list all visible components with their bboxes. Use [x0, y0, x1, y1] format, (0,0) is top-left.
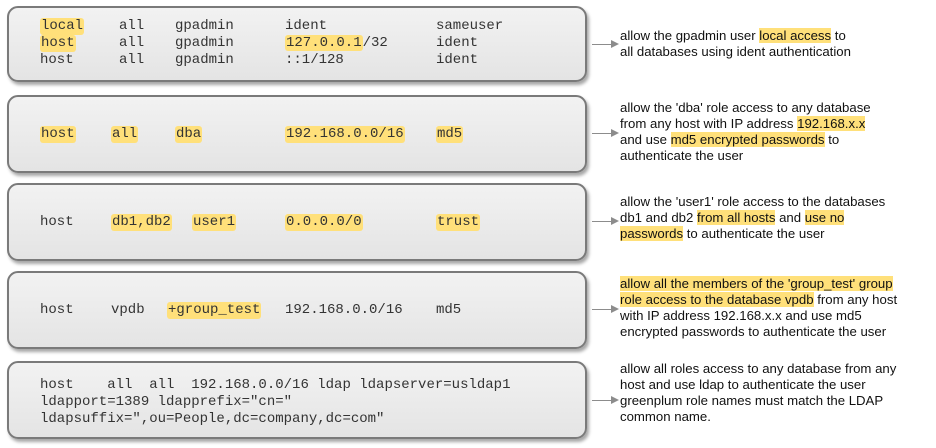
desc-text: all databases using ident authentication	[620, 44, 851, 59]
token-address: 127.0.0.1/32	[285, 35, 388, 52]
ldap-line-1: host all all 192.168.0.0/16 ldap ldapser…	[40, 377, 511, 393]
desc-highlight: role access to the database vpdb	[620, 292, 814, 307]
ldap-line-3: ldapsuffix=",ou=People,dc=company,dc=com…	[40, 411, 385, 427]
token-database: all	[119, 52, 145, 68]
desc-highlight: use no	[804, 210, 845, 225]
rule-code-1: local all gpadmin ident sameuser host al…	[9, 8, 503, 331]
rule-box-1: local all gpadmin ident sameuser host al…	[7, 6, 587, 82]
desc-highlight: md5 encrypted passwords	[670, 132, 825, 147]
token-database: all	[111, 126, 139, 143]
desc-text: authenticate the user	[620, 148, 744, 163]
token-database: all	[119, 35, 145, 51]
token-user: gpadmin	[175, 52, 234, 68]
arrow-2	[592, 128, 619, 137]
token-address: ident	[285, 18, 328, 34]
desc-highlight: passwords	[620, 226, 684, 241]
token-user: dba	[175, 126, 203, 143]
rule-box-5: host all all 192.168.0.0/16 ldap ldapser…	[7, 361, 587, 439]
token-address: ::1/128	[285, 52, 344, 68]
rule-description-3: allow the 'user1' role access to the dat…	[620, 194, 932, 242]
token-database: vpdb	[111, 302, 145, 318]
desc-text: allow all roles access to any database f…	[620, 361, 897, 376]
token-database: all	[119, 18, 145, 34]
token-type: host	[40, 35, 76, 52]
desc-text: common name.	[620, 409, 711, 424]
desc-text: encrypted passwords to authenticate the …	[620, 324, 887, 339]
token-address: 0.0.0.0/0	[285, 214, 363, 231]
token-address: 192.168.0.0/16	[285, 302, 403, 318]
arrow-5	[592, 395, 619, 404]
rule-description-4: allow all the members of the 'group_test…	[620, 276, 932, 340]
token-method: sameuser	[436, 18, 504, 34]
rule-description-2: allow the 'dba' role access to any datab…	[620, 100, 932, 164]
token-database: db1,db2	[111, 214, 172, 231]
rule-description-5: allow all roles access to any database f…	[620, 361, 932, 425]
rule-box-2: host all dba 192.168.0.0/16 md5	[7, 95, 587, 173]
desc-text: to	[831, 28, 846, 43]
token-user: gpadmin	[175, 18, 234, 34]
desc-text: from any host	[813, 292, 898, 307]
token-address: 192.168.0.0/16	[285, 126, 405, 143]
desc-text: from any host with IP address	[620, 116, 798, 131]
token-method: md5	[436, 126, 464, 143]
token-user: gpadmin	[175, 35, 234, 51]
token-user: user1	[192, 214, 237, 231]
token-type: host	[40, 126, 76, 143]
token-method: md5	[436, 302, 462, 318]
desc-text: allow the 'dba' role access to any datab…	[620, 100, 871, 115]
desc-text: with IP address 192.168.x.x and use md5	[620, 308, 862, 323]
ldap-line-2: ldapport=1389 ldapprefix="cn="	[40, 394, 293, 410]
desc-text: to authenticate the user	[683, 226, 825, 241]
desc-text: and	[775, 210, 805, 225]
desc-text: and use	[620, 132, 671, 147]
token-method: ident	[436, 35, 479, 51]
token-address-highlight: 127.0.0.1	[285, 35, 363, 51]
rule-description-1: allow the gpadmin user local access to a…	[620, 28, 932, 60]
token-method: trust	[436, 214, 481, 231]
desc-highlight: from all hosts	[697, 210, 776, 225]
desc-highlight: allow all the members of the 'group_test…	[620, 276, 893, 291]
token-type: local	[40, 18, 85, 35]
desc-text: allow the 'user1' role access to the dat…	[620, 194, 886, 209]
token-address-suffix: /32	[362, 35, 388, 51]
rule-code-5: host all all 192.168.0.0/16 ldap ldapser…	[9, 363, 510, 448]
rule-box-3: host db1,db2 user1 0.0.0.0/0 trust	[7, 183, 587, 261]
arrow-4	[592, 304, 619, 313]
desc-text: to	[824, 132, 840, 147]
rule-box-4: host vpdb +group_test 192.168.0.0/16 md5	[7, 271, 587, 349]
token-type: host	[40, 214, 74, 230]
desc-text: host and use ldap to authenticate the us…	[620, 377, 866, 392]
arrow-1	[592, 39, 619, 48]
token-method: ident	[436, 52, 479, 68]
token-type: host	[40, 52, 74, 68]
token-type: host	[40, 302, 74, 318]
desc-highlight: 192.168.x.x	[797, 116, 866, 131]
token-user: +group_test	[167, 302, 262, 319]
desc-text: db1 and db2	[620, 210, 698, 225]
desc-text: allow the gpadmin user	[620, 28, 760, 43]
rule-code-4: host vpdb +group_test 192.168.0.0/16 md5	[9, 273, 461, 392]
desc-text: greenplum role names must match the LDAP	[620, 393, 884, 408]
rule-code-3: host db1,db2 user1 0.0.0.0/0 trust	[9, 185, 481, 304]
arrow-3	[592, 216, 619, 225]
desc-highlight: local access	[759, 28, 832, 43]
rule-code-2: host all dba 192.168.0.0/16 md5	[9, 97, 464, 216]
